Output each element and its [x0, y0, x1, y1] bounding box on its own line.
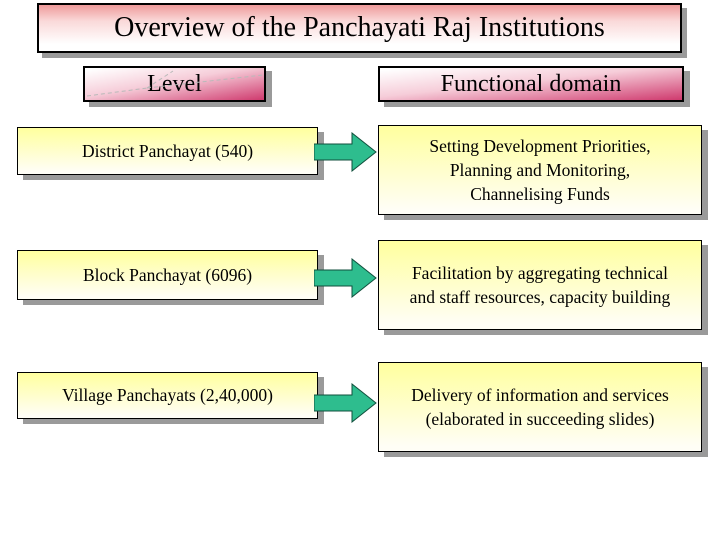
domain-box-district: Setting Development Priorities, Planning… [378, 125, 702, 215]
functional-domain-header: Functional domain [378, 66, 684, 102]
domain-box-block: Facilitation by aggregating technical an… [378, 240, 702, 330]
level-box-block: Block Panchayat (6096) [17, 250, 318, 300]
level-box-block-label: Block Panchayat (6096) [82, 264, 253, 285]
level-box-district-label: District Panchayat (540) [81, 140, 254, 161]
domain-box-village: Delivery of information and services (el… [378, 362, 702, 452]
level-header-label: Level [147, 70, 202, 97]
domain-box-village-label: Delivery of information and services (el… [411, 384, 669, 429]
slide-title-box: Overview of the Panchayati Raj Instituti… [37, 3, 682, 53]
domain-box-block-label: Facilitation by aggregating technical an… [409, 262, 671, 307]
functional-domain-header-label: Functional domain [440, 70, 622, 97]
slide-title: Overview of the Panchayati Raj Instituti… [114, 12, 605, 43]
level-box-district: District Panchayat (540) [17, 127, 318, 175]
level-box-village-label: Village Panchayats (2,40,000) [62, 385, 273, 406]
level-box-village: Village Panchayats (2,40,000) [17, 372, 318, 419]
right-arrow-icon [314, 258, 377, 298]
level-header: Level [83, 66, 266, 102]
right-arrow-icon [314, 132, 377, 172]
right-arrow-icon [314, 383, 377, 423]
domain-box-district-label: Setting Development Priorities, Planning… [429, 135, 651, 205]
